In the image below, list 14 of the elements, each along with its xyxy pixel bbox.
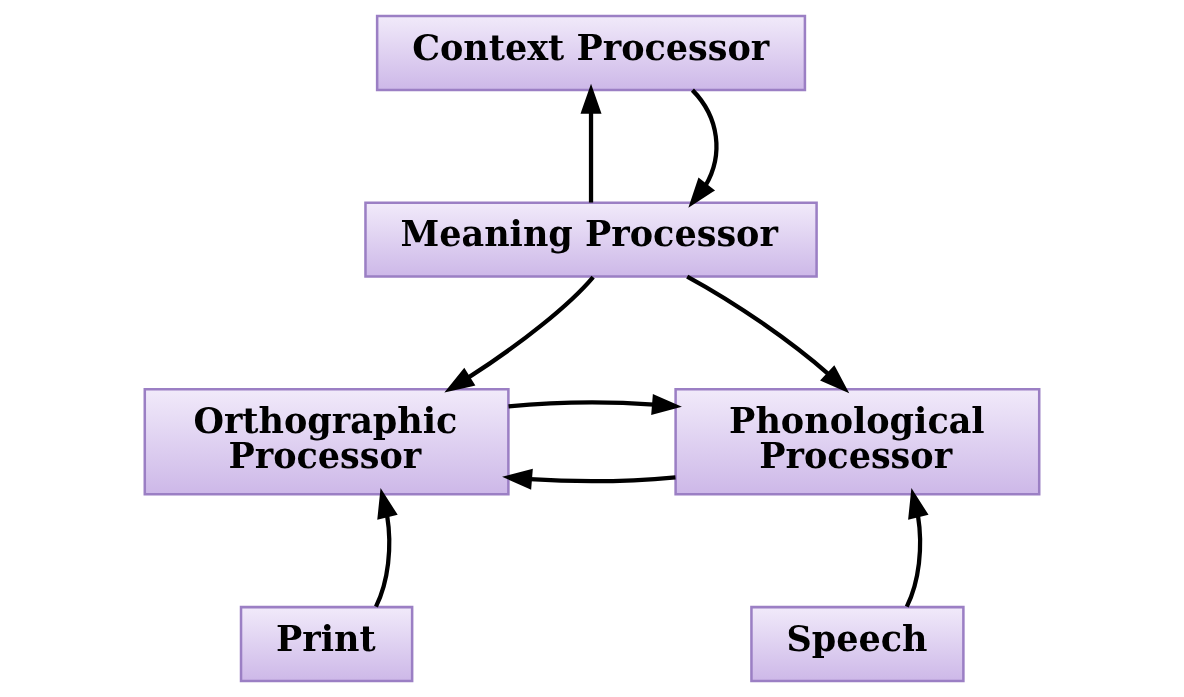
node-box: Context Processor [375,14,807,92]
arrow [686,274,850,394]
arrow [688,88,719,208]
node-box: Speech [750,605,965,683]
node-box: Print [239,605,414,683]
arrow [502,468,676,490]
arrow [580,83,602,203]
arrow [508,393,682,415]
node-box: Orthographic Processor [143,388,510,496]
arrow [374,488,398,608]
arrow [904,488,929,608]
node-box: Meaning Processor [364,201,818,278]
arrow [444,275,595,393]
node-box: Phonological Processor [674,388,1041,496]
